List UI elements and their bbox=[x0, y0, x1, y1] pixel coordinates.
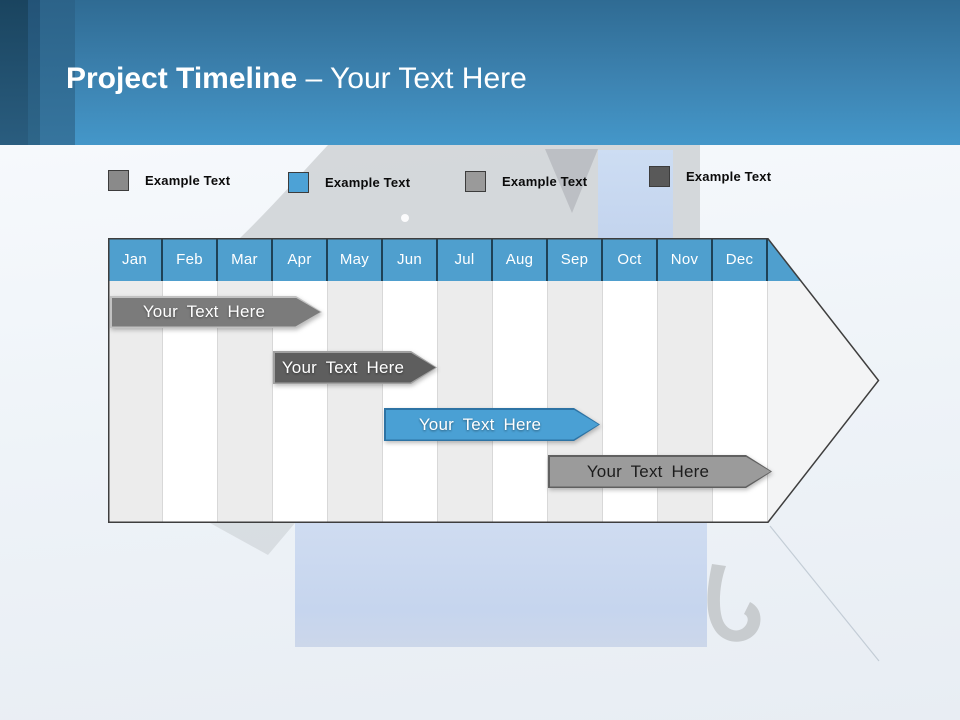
month-cell-aug[interactable]: Aug bbox=[493, 238, 548, 281]
timeline-bar-fill: Your Text Here bbox=[112, 298, 321, 327]
month-cell-mar[interactable]: Mar bbox=[218, 238, 273, 281]
arrow-reflection-line bbox=[769, 525, 880, 662]
timeline-bar-label: Your Text Here bbox=[142, 302, 266, 321]
timeline-bar-label: Your Text Here bbox=[586, 461, 710, 481]
timeline-bar-fill: Your Text Here bbox=[275, 353, 436, 383]
legend-item[interactable]: Example Text bbox=[288, 172, 410, 193]
month-cell-nov[interactable]: Nov bbox=[658, 238, 713, 281]
legend-item[interactable]: Example Text bbox=[649, 166, 771, 187]
timeline-bar-border: Your Text Here bbox=[110, 296, 322, 328]
legend-item-label: Example Text bbox=[325, 175, 411, 190]
timeline-chart: Jan Feb Mar Apr May Jun Jul Aug Sep Oct … bbox=[108, 238, 880, 523]
legend-swatch bbox=[465, 171, 486, 192]
timeline-bar-fill: Your Text Here bbox=[386, 410, 599, 440]
legend-item-label: Example Text bbox=[502, 174, 588, 189]
timeline-column bbox=[438, 281, 493, 523]
timeline-arrowhead-band bbox=[768, 238, 880, 281]
timeline-bar-border: Your Text Here bbox=[548, 455, 772, 488]
header-stripe-medium bbox=[28, 0, 40, 145]
month-cell-feb[interactable]: Feb bbox=[163, 238, 218, 281]
umbrella-handle-graphic bbox=[707, 564, 761, 642]
timeline-bar[interactable]: Your Text Here bbox=[110, 296, 322, 328]
month-cell-oct[interactable]: Oct bbox=[603, 238, 658, 281]
timeline-bar-border: Your Text Here bbox=[273, 351, 437, 384]
timeline-arrowhead bbox=[768, 238, 880, 523]
timeline-bar-label: Your Text Here bbox=[281, 357, 405, 377]
month-cell-apr[interactable]: Apr bbox=[273, 238, 328, 281]
legend-item[interactable]: Example Text bbox=[108, 170, 230, 191]
page-title[interactable]: Project Timeline – Your Text Here bbox=[66, 62, 527, 96]
timeline-bar-fill: Your Text Here bbox=[550, 457, 771, 487]
page-title-bold: Project Timeline bbox=[66, 62, 298, 95]
month-cell-jun[interactable]: Jun bbox=[383, 238, 438, 281]
timeline-bar[interactable]: Your Text Here bbox=[273, 351, 437, 384]
month-cell-may[interactable]: May bbox=[328, 238, 383, 281]
timeline-column bbox=[383, 281, 438, 523]
legend-item-label: Example Text bbox=[686, 169, 772, 184]
legend-item[interactable]: Example Text bbox=[465, 171, 587, 192]
header-stripe-dark bbox=[0, 0, 28, 145]
timeline-bar-border: Your Text Here bbox=[384, 408, 600, 441]
decor-blue-rect-bottom bbox=[295, 523, 707, 647]
legend-swatch bbox=[649, 166, 670, 187]
legend-swatch bbox=[108, 170, 129, 191]
decor-blue-rect-top bbox=[598, 150, 673, 238]
month-header-row: Jan Feb Mar Apr May Jun Jul Aug Sep Oct … bbox=[108, 238, 768, 281]
page-title-rest: – Your Text Here bbox=[297, 62, 527, 95]
umbrella-canopy-tip-graphic bbox=[210, 523, 295, 555]
timeline-column bbox=[493, 281, 548, 523]
timeline-bar-label: Your Text Here bbox=[418, 414, 542, 434]
timeline-bar[interactable]: Your Text Here bbox=[384, 408, 600, 441]
umbrella-canopy-graphic bbox=[240, 145, 700, 238]
month-cell-jan[interactable]: Jan bbox=[108, 238, 163, 281]
timeline-bar[interactable]: Your Text Here bbox=[548, 455, 772, 488]
month-cell-jul[interactable]: Jul bbox=[438, 238, 493, 281]
legend-item-label: Example Text bbox=[145, 173, 231, 188]
legend-swatch bbox=[288, 172, 309, 193]
month-cell-sep[interactable]: Sep bbox=[548, 238, 603, 281]
header-stripe-light bbox=[40, 0, 75, 145]
slide-header: Project Timeline – Your Text Here bbox=[0, 0, 960, 145]
month-cell-dec[interactable]: Dec bbox=[713, 238, 768, 281]
timeline-column bbox=[328, 281, 383, 523]
